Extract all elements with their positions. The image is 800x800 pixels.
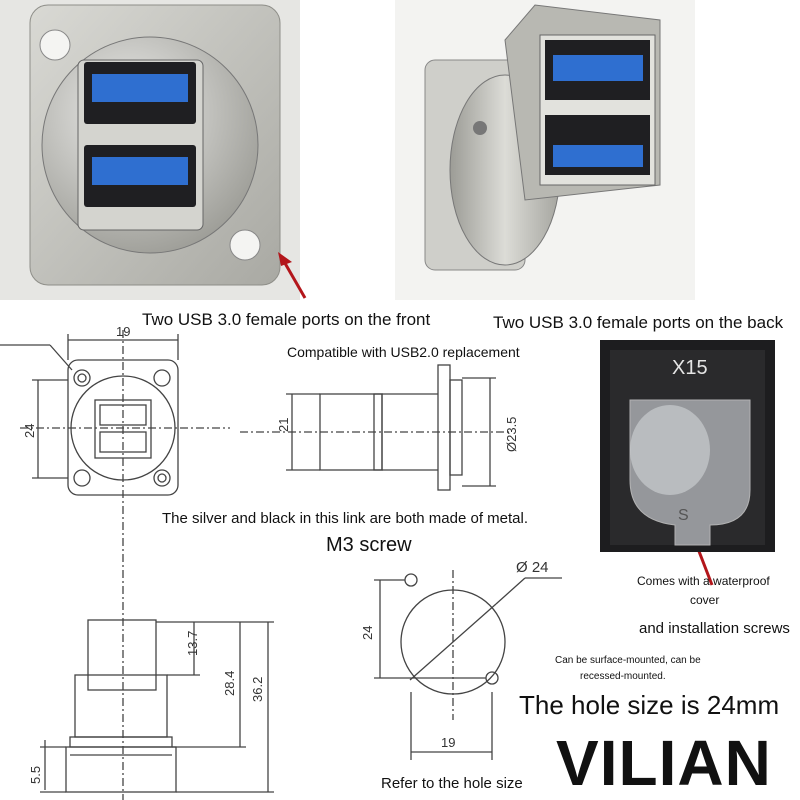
- dim-rear-flange: 5.5: [28, 766, 43, 784]
- brand-logo: VILIAN: [556, 727, 772, 799]
- compatible-caption: Compatible with USB2.0 replacement: [287, 344, 520, 360]
- mount-caption-line1: Can be surface-mounted, can be: [555, 655, 701, 666]
- dim-side-diameter: Ø23.5: [504, 417, 519, 452]
- front-connector-photo: [0, 0, 300, 300]
- metal-note-caption: The silver and black in this link are bo…: [162, 510, 529, 527]
- dim-side-height: 21: [276, 418, 291, 432]
- mount-caption-line2: recessed-mounted.: [580, 671, 666, 682]
- dim-cutout-height: 24: [360, 626, 375, 640]
- back-ports-caption: Two USB 3.0 female ports on the back: [493, 313, 784, 332]
- cover-model-label: X15: [672, 357, 708, 379]
- hole-size-caption: The hole size is 24mm: [519, 690, 780, 720]
- waterproof-cover-photo: X15 S: [600, 340, 775, 552]
- m3-screw-caption: M3 screw: [326, 534, 412, 556]
- waterproof-caption-line1: Comes with a waterproof: [637, 574, 770, 588]
- install-screws-caption: and installation screws: [639, 620, 790, 637]
- front-ports-caption: Two USB 3.0 female ports on the front: [142, 310, 431, 329]
- dim-rear-upper: 13.7: [185, 631, 200, 656]
- dim-front-width: 19: [116, 324, 130, 339]
- dim-rear-middle: 28.4: [222, 671, 237, 696]
- dim-rear-total: 36.2: [250, 677, 265, 702]
- dim-front-height: 24: [22, 424, 37, 438]
- waterproof-caption-line2: cover: [690, 593, 720, 607]
- back-connector-photo: [395, 0, 695, 300]
- cover-lower-label: S: [678, 507, 689, 524]
- dim-cutout-diameter: Ø 24: [516, 559, 549, 576]
- refer-hole-caption: Refer to the hole size: [381, 775, 523, 792]
- dim-cutout-width: 19: [441, 735, 455, 750]
